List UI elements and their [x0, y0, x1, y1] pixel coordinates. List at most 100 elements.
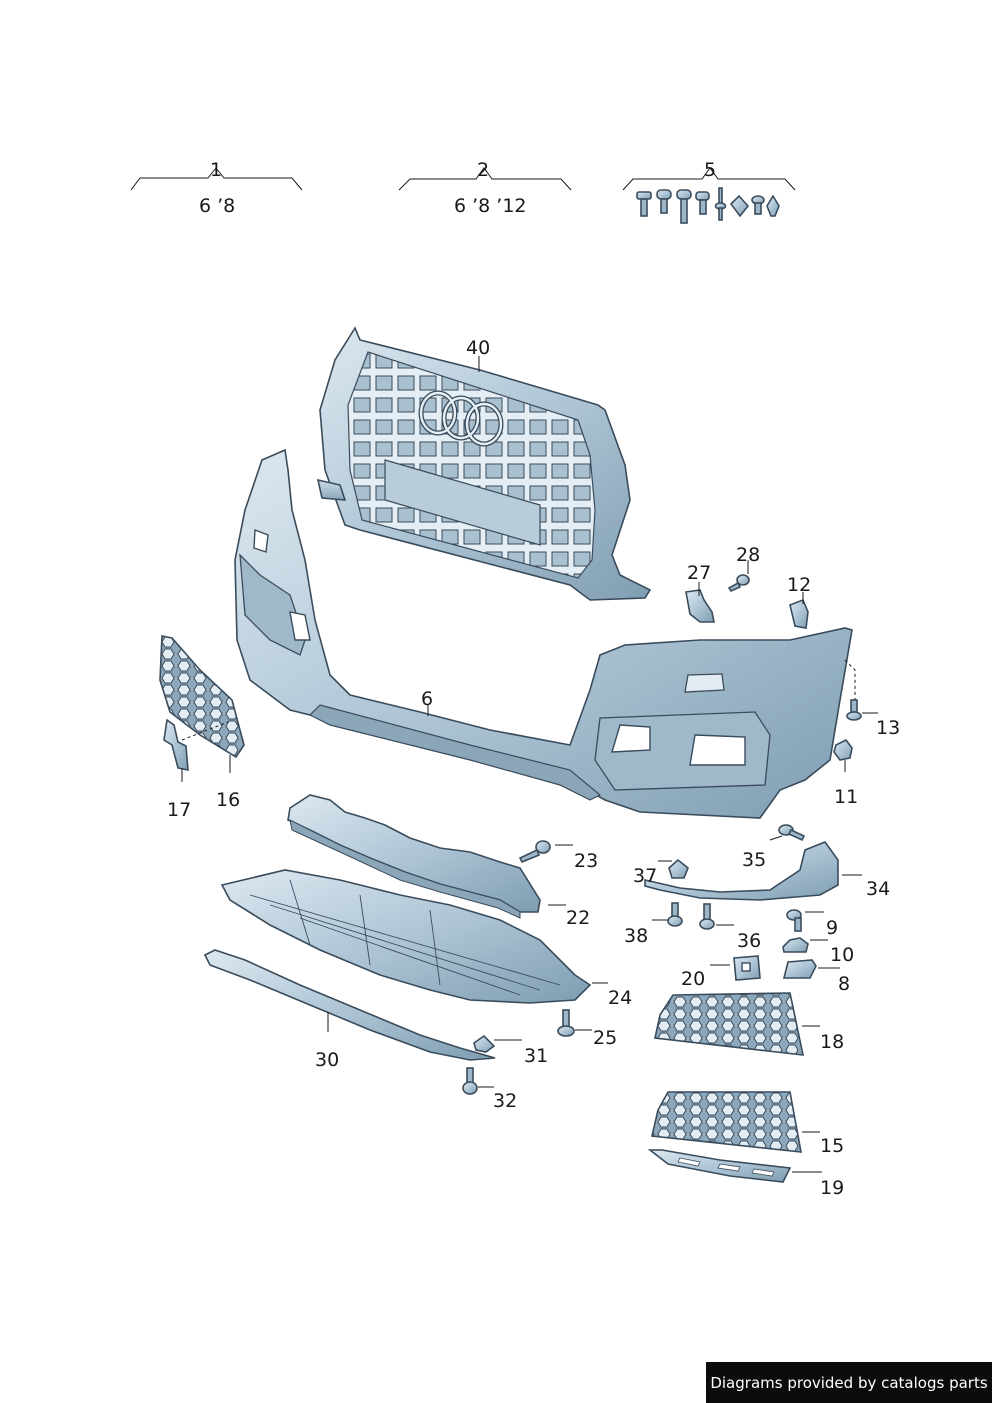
- clip-icon: [729, 194, 750, 218]
- callout-9: 9: [826, 917, 838, 939]
- callout-10: 10: [830, 944, 854, 966]
- part-40-radiator-grille: 40: [316, 326, 652, 601]
- group-5-bracket: [622, 167, 796, 191]
- spoiler-30-body: [203, 949, 496, 1061]
- callout-8: 8: [838, 973, 850, 995]
- part-19-trim: 19: [647, 1149, 844, 1199]
- callout-37: 37: [633, 865, 657, 887]
- callout-13: 13: [876, 717, 900, 739]
- part-32-bolt: 32: [462, 1067, 517, 1112]
- bolt-32-head: [462, 1081, 478, 1095]
- panel-24-body: [220, 869, 592, 1004]
- trim-19-slots: [677, 1157, 775, 1177]
- callout-32: 32: [493, 1090, 517, 1112]
- guide-12-shape: [789, 598, 809, 629]
- screw-23-head: [535, 840, 551, 854]
- callout-6: 6: [421, 688, 433, 710]
- part-23-screw: 23: [518, 840, 598, 872]
- group-2-variants: 6 ’8 ’12: [454, 195, 527, 217]
- part-35-screw: 35: [742, 824, 806, 871]
- screw-35-shank: [787, 828, 806, 842]
- callout-19: 19: [820, 1177, 844, 1199]
- part-20-bracket: 20: [681, 955, 761, 990]
- cover-8-shape: [782, 959, 817, 979]
- part-25-bolt: 25: [557, 1009, 617, 1049]
- callout-35-leader: [769, 835, 783, 841]
- panel-24-ribs: [249, 879, 561, 996]
- callout-11: 11: [834, 786, 858, 808]
- part-12-guide: 12: [787, 574, 811, 629]
- callout-35: 35: [742, 849, 766, 871]
- screw-28-head: [736, 574, 750, 586]
- bolt-icon: [636, 191, 652, 217]
- grille-side-bracket: [316, 478, 347, 501]
- bolt-icon: [676, 189, 692, 224]
- part-30-spoiler: 30: [203, 949, 496, 1071]
- screw-36-head: [699, 918, 715, 930]
- bumper-left-intake: [239, 553, 306, 656]
- bracket-20-hole: [741, 962, 751, 972]
- callout-24: 24: [608, 987, 632, 1009]
- screw-23-shank: [518, 848, 541, 864]
- part-24-underbody-panel: 24: [220, 869, 632, 1009]
- trim-34-body: [644, 841, 839, 901]
- callout-16: 16: [216, 789, 240, 811]
- part-22-carrier: 22: [287, 794, 590, 929]
- callout-12: 12: [787, 574, 811, 596]
- part-38-screw: 38: [624, 902, 683, 947]
- pin-icon: [714, 187, 727, 221]
- callout-25: 25: [593, 1027, 617, 1049]
- callout-38: 38: [624, 925, 648, 947]
- bracket-17-shape: [163, 718, 189, 771]
- clip-37-shape: [668, 858, 689, 879]
- clip-icon: [766, 194, 780, 217]
- callout-31: 31: [524, 1045, 548, 1067]
- callout-40: 40: [466, 337, 490, 359]
- part-9-screw: 9: [786, 909, 838, 939]
- part-17-dash: [181, 721, 229, 741]
- screw-38-shank: [671, 902, 679, 918]
- bolt-icon: [695, 191, 710, 215]
- group-1-number: 1: [210, 159, 222, 181]
- callout-27: 27: [687, 562, 711, 584]
- part-16-left-grille: 16: [159, 635, 245, 811]
- screw-13-head: [846, 711, 862, 721]
- callout-22: 22: [566, 907, 590, 929]
- group-1-bracket: [130, 167, 303, 191]
- screw-9-shank: [794, 917, 802, 932]
- bolt-25-shank: [562, 1009, 570, 1028]
- four-rings-logo: [418, 390, 504, 447]
- bracket-27-shape: [685, 589, 715, 623]
- part-10-bracket: 10: [782, 937, 854, 966]
- callout-15: 15: [820, 1135, 844, 1157]
- screw-icon: [751, 195, 765, 215]
- bumper-right-opening-1: [611, 724, 651, 753]
- bracket-10-shape: [782, 937, 809, 953]
- callout-18: 18: [820, 1031, 844, 1053]
- callout-17: 17: [167, 799, 191, 821]
- part-6-bumper-cover: 6: [234, 448, 853, 819]
- part-18-right-grille: 18: [654, 992, 844, 1056]
- part-13-dash: [844, 659, 856, 700]
- bolt-icon: [656, 189, 672, 214]
- callout-20: 20: [681, 968, 705, 990]
- part-11-nut: 11: [833, 738, 858, 808]
- part-37-clip: 37: [633, 858, 689, 887]
- bumper-lower-lip: [308, 704, 602, 801]
- screw-36-shank: [703, 903, 711, 921]
- fastener-set-icons: [636, 187, 780, 224]
- grille-15-mesh: [651, 1091, 802, 1153]
- callout-34: 34: [866, 878, 890, 900]
- screw-28-shank: [727, 581, 742, 593]
- bumper-tow-cover: [684, 673, 725, 693]
- group-2: 2 6 ’8 ’12: [398, 159, 572, 217]
- bumper-left-slot: [253, 529, 269, 553]
- part-13-screw: 13: [844, 659, 900, 739]
- group-2-bracket: [398, 167, 572, 191]
- group-1: 1 6 ’8: [130, 159, 303, 217]
- screw-38-head: [667, 915, 683, 927]
- callout-23: 23: [574, 850, 598, 872]
- part-31-clip: 31: [473, 1034, 548, 1067]
- group-2-number: 2: [477, 159, 489, 181]
- part-17-bracket: 17: [163, 718, 229, 821]
